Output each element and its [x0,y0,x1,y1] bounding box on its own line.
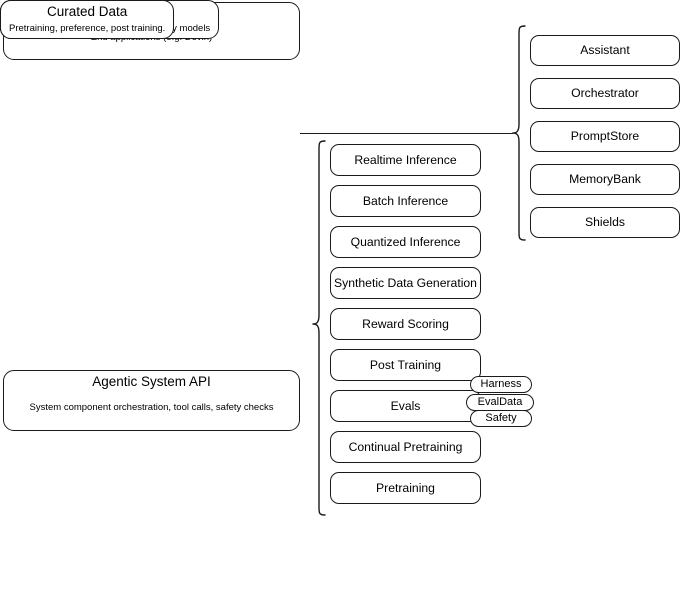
layer-subtitle: System component orchestration, tool cal… [29,402,274,414]
pill-label: Pretraining [376,480,435,495]
pill-label: Batch Inference [362,193,449,208]
eval-badge-safety[interactable]: Safety [470,410,532,427]
eval-badge-label: EvalData [477,396,523,408]
pill-label: Quantized Inference [350,234,461,249]
pill-label: Post Training [369,357,442,372]
toolchain-components-brace [312,140,326,516]
pill-label: MemoryBank [569,172,641,186]
system-item-shields[interactable]: Shields [530,207,680,238]
pill-label: Shields [585,215,625,229]
toolchain-item-synthetic-data-generation[interactable]: Synthetic Data Generation [330,267,481,299]
toolchain-item-reward-scoring[interactable]: Reward Scoring [330,308,481,340]
eval-badge-evaldata[interactable]: EvalData [466,394,534,411]
toolchain-item-continual-pretraining[interactable]: Continual Pretraining [330,431,481,463]
system-item-memorybank[interactable]: MemoryBank [530,164,680,195]
system-item-promptstore[interactable]: PromptStore [530,121,680,152]
pill-label: PromptStore [570,129,640,143]
toolchain-item-evals[interactable]: Evals [330,390,481,422]
eval-badge-label: Safety [485,412,517,424]
pill-label: Evals [390,398,421,413]
system-api-connector-line [300,133,513,135]
toolchain-item-quantized-inference[interactable]: Quantized Inference [330,226,481,258]
layer-title: Curated Data [47,4,128,19]
layer-curated-data[interactable]: Curated Data Pretraining, preference, po… [0,0,175,39]
toolchain-item-post-training[interactable]: Post Training [330,349,481,381]
pill-label: Synthetic Data Generation [334,275,477,290]
layer-agentic-system-api[interactable]: Agentic System API System component orch… [3,370,300,431]
eval-badge-harness[interactable]: Harness [470,376,532,393]
system-item-assistant[interactable]: Assistant [530,35,680,66]
toolchain-item-pretraining[interactable]: Pretraining [330,472,481,504]
eval-badge-label: Harness [480,378,522,390]
layer-title: Agentic System API [92,374,211,389]
toolchain-item-batch-inference[interactable]: Batch Inference [330,185,481,217]
pill-label: Reward Scoring [362,316,449,331]
pill-label: Realtime Inference [354,152,457,167]
system-components-brace [512,25,526,241]
layer-subtitle: Pretraining, preference, post training. [9,23,166,34]
system-item-orchestrator[interactable]: Orchestrator [530,78,680,109]
pill-label: Assistant [580,43,630,57]
toolchain-item-realtime-inference[interactable]: Realtime Inference [330,144,481,176]
pill-label: Continual Pretraining [348,439,463,454]
pill-label: Orchestrator [571,86,639,100]
